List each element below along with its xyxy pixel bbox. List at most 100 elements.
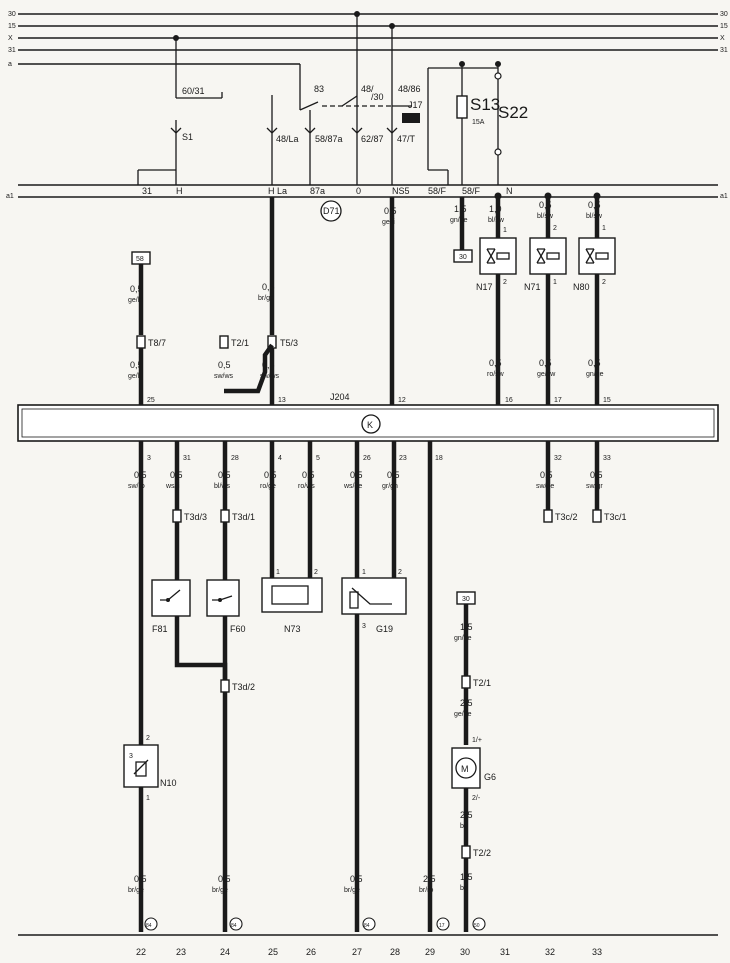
badge-30: [453, 249, 473, 263]
t3c-1-label: T3c/1: [604, 512, 627, 522]
g6-label: G6: [484, 772, 496, 782]
bus-label-30: 30: [8, 11, 16, 18]
svg-text:bl/ws: bl/ws: [214, 483, 230, 490]
svg-text:br/ge: br/ge: [128, 887, 144, 894]
svg-text:bl/sw: bl/sw: [537, 213, 554, 220]
svg-text:27: 27: [352, 947, 362, 957]
d71-badge: [320, 200, 342, 222]
svg-text:0,5: 0,5: [218, 360, 231, 370]
d71-pin-87a: 87a: [310, 186, 325, 196]
wire-58-size: 0,5: [130, 284, 143, 294]
svg-text:84: 84: [364, 923, 370, 929]
contact-58-87a-label: 58/87a: [315, 134, 343, 144]
contact-48-la-label: 48/La: [276, 134, 299, 144]
bottom-section: 0,5 br/ge 0,5 br/ge 0,5 br/ge 2,5 br/ro …: [18, 874, 718, 957]
svg-text:29: 29: [425, 947, 435, 957]
svg-text:0,5: 0,5: [539, 200, 552, 210]
svg-text:2: 2: [553, 225, 557, 232]
svg-text:0,5: 0,5: [262, 360, 275, 370]
t3c-2-label: T3c/2: [555, 512, 578, 522]
t2-1-label: T2/1: [231, 338, 249, 348]
bus-right-x: X: [720, 35, 725, 42]
svg-text:1: 1: [553, 279, 557, 286]
svg-text:23: 23: [399, 455, 407, 462]
svg-text:24: 24: [220, 947, 230, 957]
k-label: K: [367, 420, 373, 430]
s13-label: S13: [470, 95, 500, 114]
svg-text:1,0: 1,0: [489, 204, 502, 214]
bus-label-x: X: [8, 35, 13, 42]
svg-text:0,5: 0,5: [302, 470, 315, 480]
t3d-1-label: T3d/1: [232, 512, 255, 522]
svg-text:5: 5: [316, 455, 320, 462]
valve-n17: [479, 237, 517, 275]
svg-text:br/ro: br/ro: [419, 887, 434, 894]
svg-text:0,5: 0,5: [588, 358, 601, 368]
t5-3-label: T5/3: [280, 338, 298, 348]
svg-text:2,5: 2,5: [460, 698, 473, 708]
fuse-60-31-label: 60/31: [182, 86, 205, 96]
svg-text:3: 3: [129, 753, 133, 760]
d71-pin-31: 31: [142, 186, 152, 196]
svg-text:0,5: 0,5: [264, 470, 277, 480]
svg-text:sw/ws: sw/ws: [214, 373, 234, 380]
t3d-3-label: T3d/3: [184, 512, 207, 522]
svg-text:25: 25: [147, 397, 155, 404]
svg-text:2,5: 2,5: [423, 874, 436, 884]
svg-text:1: 1: [503, 227, 507, 234]
n71-label: N71: [524, 282, 541, 292]
svg-text:ro/ge: ro/ge: [260, 483, 276, 490]
svg-text:1,5: 1,5: [460, 872, 473, 882]
svg-text:33: 33: [592, 947, 602, 957]
connector-t3d-2: [220, 679, 230, 693]
s1-label: S1: [182, 132, 193, 142]
t3d-2-label: T3d/2: [232, 682, 255, 692]
a1-label-left: a1: [6, 193, 14, 200]
svg-text:4: 4: [278, 455, 282, 462]
svg-text:0,5: 0,5: [384, 206, 397, 216]
svg-text:0,5: 0,5: [134, 874, 147, 884]
svg-text:ws/li: ws/li: [165, 483, 180, 490]
n17-label: N17: [476, 282, 493, 292]
svg-text:2,5: 2,5: [460, 810, 473, 820]
svg-text:gn/ge: gn/ge: [454, 635, 472, 642]
contact-47-t-label: 47/T: [397, 134, 416, 144]
svg-text:28: 28: [390, 947, 400, 957]
j204-label: J204: [330, 392, 350, 402]
j17-label: J17: [408, 100, 423, 110]
d71-pin-h-la: H La: [268, 186, 287, 196]
bus-lines: 30 15 X 31 a 30 15 X 31: [8, 11, 728, 68]
svg-text:0,5: 0,5: [539, 358, 552, 368]
fuse-s13: [456, 95, 468, 119]
motor-m-symbol: M: [461, 764, 469, 774]
svg-text:1: 1: [362, 569, 366, 576]
switch-f60: [206, 579, 240, 617]
svg-text:13: 13: [278, 397, 286, 404]
svg-text:gn/ge: gn/ge: [586, 371, 604, 378]
svg-text:2/-: 2/-: [472, 795, 481, 802]
svg-text:23: 23: [176, 947, 186, 957]
svg-text:12: 12: [398, 397, 406, 404]
svg-text:0,5: 0,5: [218, 470, 231, 480]
control-unit-j204: J204 K 25 13 12 16 17 15: [17, 392, 719, 442]
s13-amp-label: 15A: [472, 119, 485, 126]
connector-t8-7: [136, 335, 146, 349]
svg-text:2: 2: [146, 735, 150, 742]
contact-83-label: 83: [314, 84, 324, 94]
svg-text:0,5: 0,5: [218, 874, 231, 884]
svg-text:0,5: 0,5: [350, 470, 363, 480]
svg-text:bl/sw: bl/sw: [586, 213, 603, 220]
connector-t2-1: [219, 335, 229, 349]
svg-text:2: 2: [314, 569, 318, 576]
svg-text:0,5: 0,5: [489, 358, 502, 368]
d71-pin-58f-a: 58/F: [428, 186, 447, 196]
svg-text:sw/ro: sw/ro: [128, 483, 145, 490]
k-badge: [361, 414, 381, 434]
svg-text:26: 26: [363, 455, 371, 462]
n73-label: N73: [284, 624, 301, 634]
d71-pin-n: N: [506, 186, 513, 196]
bus-right-31: 31: [720, 47, 728, 54]
svg-text:30: 30: [460, 947, 470, 957]
svg-text:ro/sw: ro/sw: [487, 371, 505, 378]
svg-text:33: 33: [603, 455, 611, 462]
